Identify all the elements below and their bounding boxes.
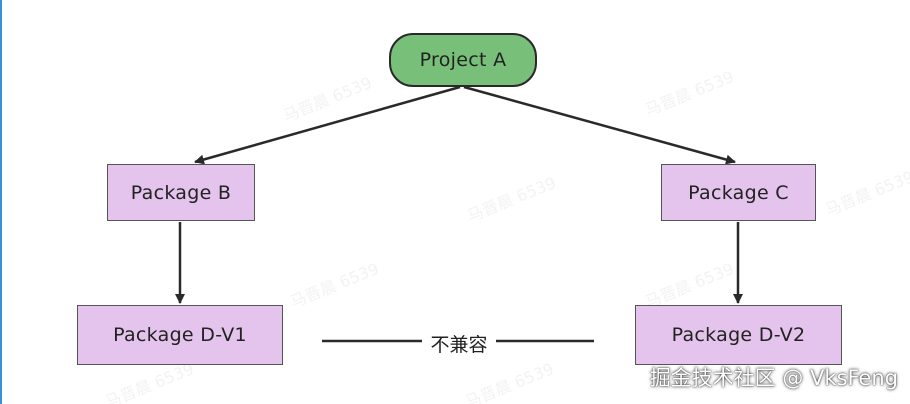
node-project-a: Project A xyxy=(389,33,537,87)
arrow-project-to-package-c xyxy=(463,85,736,165)
node-package-c: Package C xyxy=(661,164,816,221)
source-credit: 掘金技术社区 @ VksFeng xyxy=(649,366,898,390)
node-package-b: Package B xyxy=(107,164,255,221)
incompatible-label: 不兼容 xyxy=(422,330,496,356)
node-package-d-v1: Package D-V1 xyxy=(77,305,283,365)
node-package-d-v2: Package D-V2 xyxy=(635,305,842,365)
arrow-project-to-package-b xyxy=(194,85,461,165)
